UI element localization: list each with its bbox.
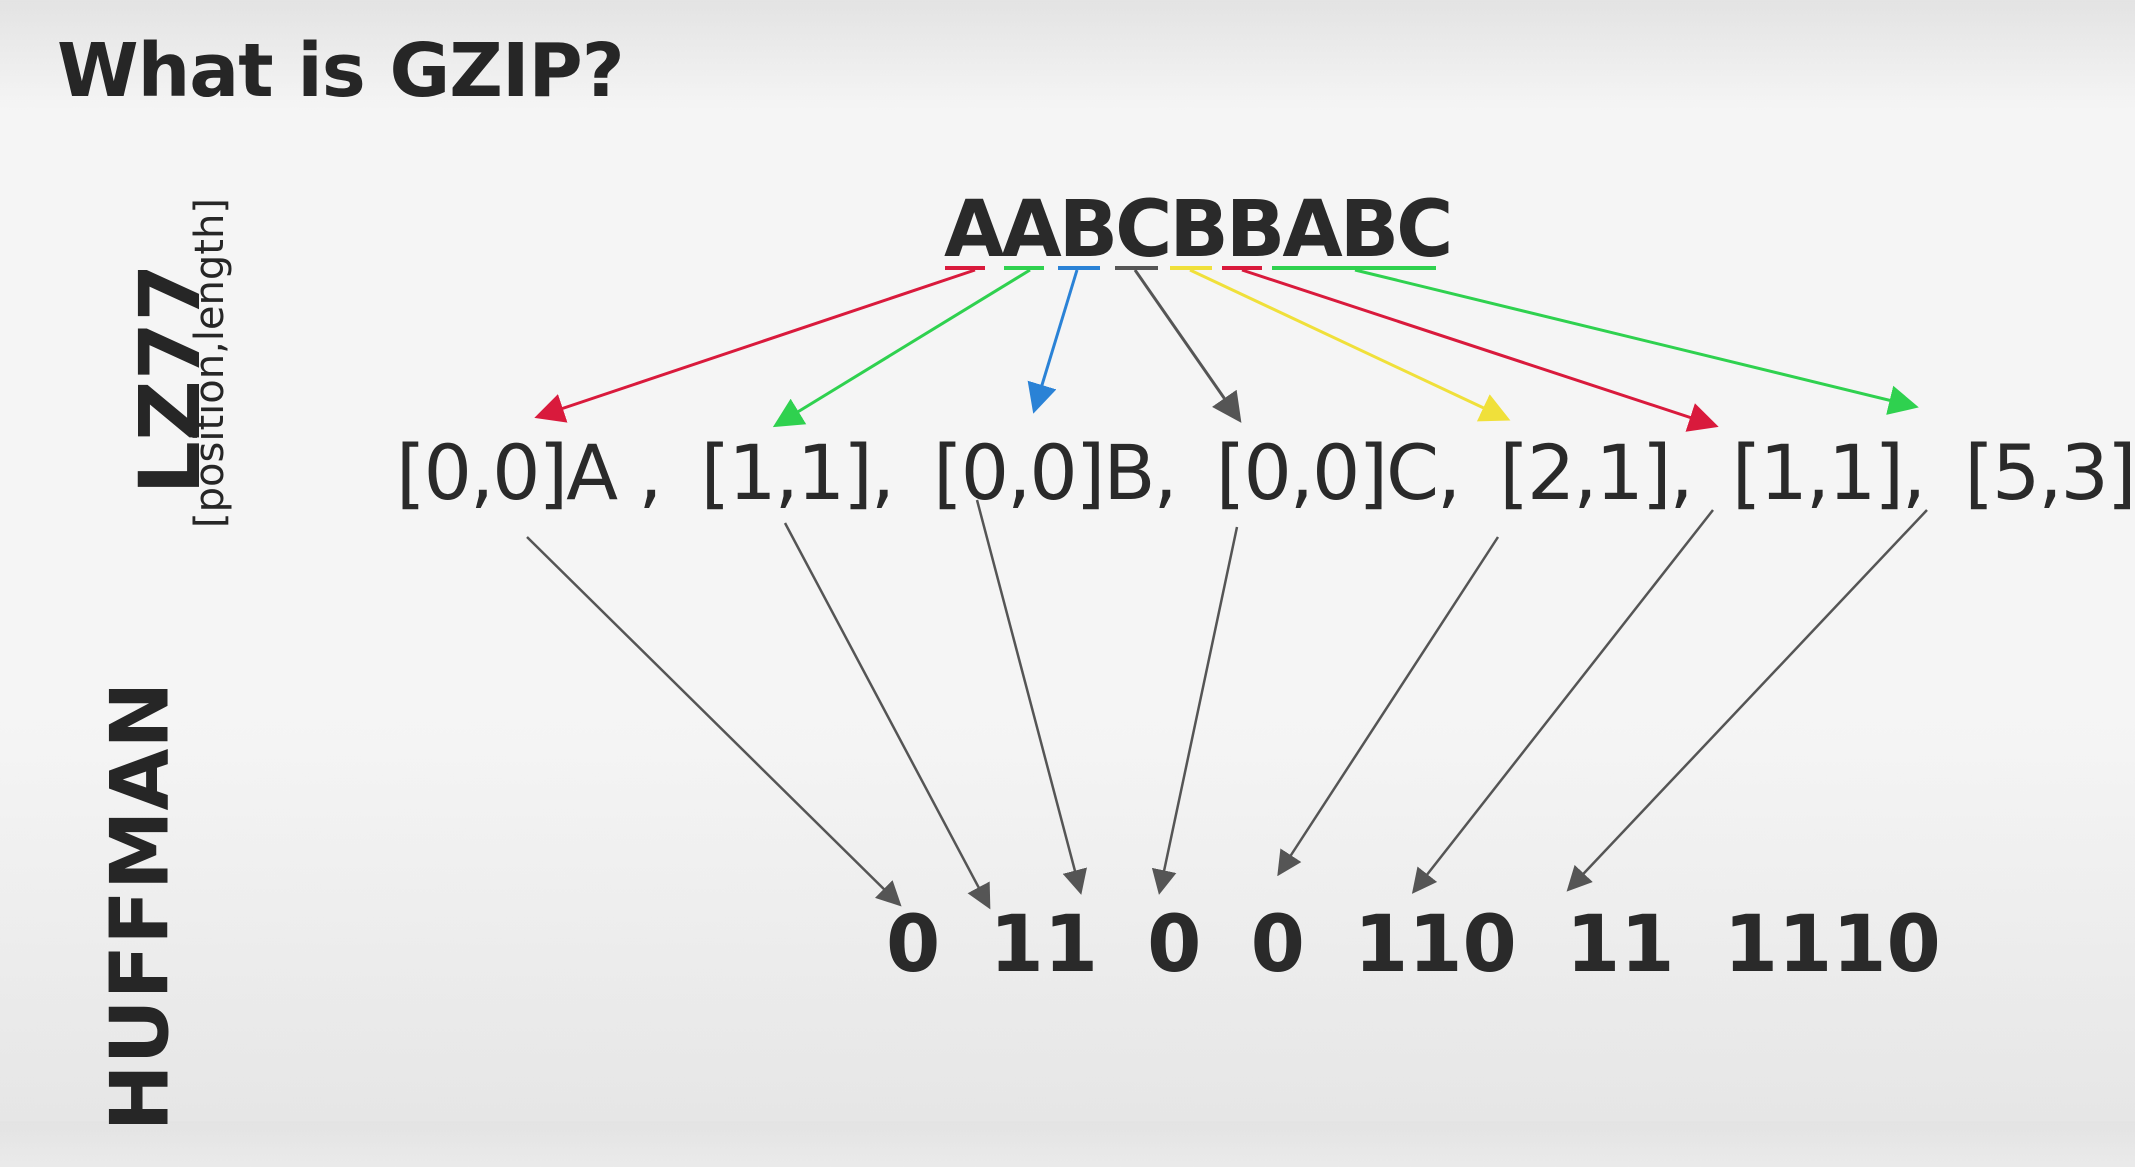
arrow-huff-3 — [1151, 526, 1239, 895]
arrow-huff-6 — [1566, 509, 1928, 892]
arrow-lz-5 — [1241, 268, 1719, 432]
code-5: 11 — [1566, 900, 1675, 990]
token-5: [1,1], — [1731, 428, 1926, 517]
page-title: What is GZIP? — [57, 28, 625, 114]
arrow-lz-0 — [534, 268, 976, 423]
code-3: 0 — [1250, 900, 1305, 990]
arrow-lz-3 — [1133, 269, 1242, 423]
code-1: 11 — [989, 900, 1098, 990]
huffman-codes: 0 11 0 0 110 11 1110 — [886, 900, 1941, 990]
arrow-lz-1 — [772, 268, 1031, 428]
token-1: [1,1], — [700, 428, 895, 517]
token-4: [2,1], — [1499, 428, 1693, 517]
arrow-lz-4 — [1189, 268, 1511, 422]
lz77-arrows — [534, 268, 1919, 432]
arrow-huff-4 — [1277, 536, 1500, 877]
arrow-lz-2 — [1027, 269, 1079, 414]
code-2: 0 — [1147, 900, 1202, 990]
arrow-huff-1 — [783, 522, 991, 910]
arrows-layer — [526, 266, 1928, 910]
token-6: [5,3] — [1964, 428, 2135, 517]
code-0: 0 — [886, 900, 941, 990]
source-string: AABCBBABC — [944, 185, 1453, 275]
arrow-lz-6 — [1354, 268, 1919, 415]
huffman-arrows — [526, 499, 1928, 910]
arrow-huff-5 — [1411, 509, 1714, 894]
code-4: 110 — [1354, 900, 1517, 990]
lz77-tokens: [0,0]A , [1,1], [0,0]B, [0,0]C, [2,1], [… — [396, 428, 2135, 517]
token-2: [0,0]B, — [933, 428, 1177, 517]
arrow-huff-2 — [975, 499, 1087, 895]
token-0: [0,0]A , — [396, 428, 662, 517]
arrow-huff-0 — [526, 536, 902, 907]
code-6: 1110 — [1723, 900, 1941, 990]
token-3: [0,0]C, — [1215, 428, 1461, 517]
